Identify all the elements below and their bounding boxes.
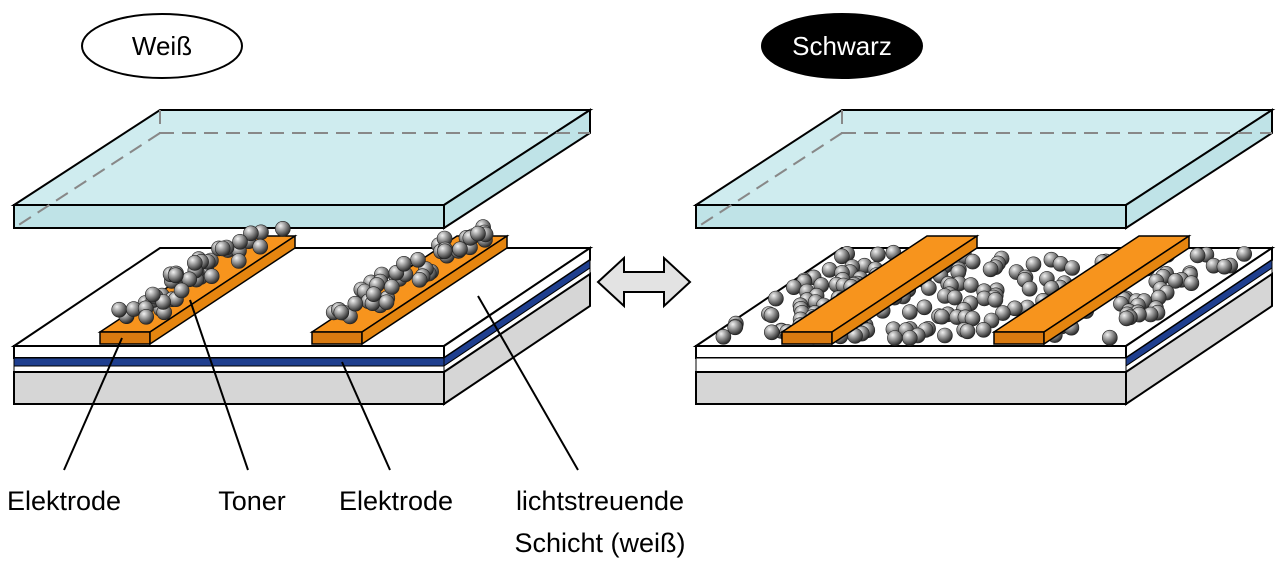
toner-particle	[834, 248, 850, 265]
toner-particle	[887, 330, 903, 346]
toner-particle	[187, 255, 203, 271]
toner-particle	[333, 304, 350, 321]
toner-particle	[964, 253, 981, 270]
toner-particle	[347, 295, 364, 312]
double-arrow-icon	[596, 255, 692, 309]
toner-particle	[378, 294, 395, 311]
leader-line-electrode-left	[63, 337, 123, 471]
toner-particle	[252, 238, 269, 255]
toner-particle	[167, 267, 184, 284]
toner-particle	[785, 279, 802, 296]
state-label-black: Schwarz	[761, 13, 923, 79]
toner-particle	[870, 246, 886, 263]
toner-particle	[763, 307, 780, 324]
toner-particle	[274, 221, 291, 237]
toner-particle	[916, 299, 933, 316]
toner-particle	[410, 251, 426, 268]
substrate-left	[10, 246, 594, 406]
toner-particle	[1183, 275, 1200, 292]
toner-particle	[214, 240, 231, 257]
label-toner: Toner	[218, 486, 286, 516]
toner-particle	[1025, 256, 1042, 273]
toner-particle	[933, 308, 950, 325]
state-label-white-text: Weiß	[132, 31, 192, 61]
toner-particle	[232, 234, 248, 250]
toner-particle	[1167, 273, 1184, 289]
toner-particle	[1236, 246, 1252, 262]
toner-particle	[111, 301, 127, 318]
toner-particle	[937, 327, 953, 344]
toner-particle	[982, 261, 999, 278]
toner-particle	[946, 289, 963, 306]
toner-particle	[452, 241, 468, 257]
label-scattering-layer-line1: lichtstreuende	[516, 486, 684, 516]
toner-particle	[231, 253, 247, 269]
toner-particle	[901, 304, 918, 320]
glass-plate-right	[692, 108, 1276, 230]
toner-particle	[901, 330, 918, 346]
toner-particle	[396, 255, 412, 272]
toner-particle	[436, 243, 453, 260]
glass-plate-left	[10, 108, 594, 230]
toner-particles-left	[111, 219, 494, 325]
toner-particle	[1189, 247, 1206, 264]
leader-line-toner	[189, 299, 249, 471]
toner-particle	[1216, 258, 1233, 275]
leader-line-electrode-bottom	[341, 361, 391, 471]
toner-particle	[145, 286, 161, 303]
state-label-black-text: Schwarz	[792, 31, 892, 61]
toner-particle	[1021, 280, 1038, 297]
toner-particle	[203, 268, 220, 285]
toner-particle	[243, 225, 259, 242]
toner-particle	[727, 319, 743, 336]
leader-lines	[63, 295, 579, 471]
leader-line-scattering-layer	[477, 295, 579, 471]
toner-particle	[470, 225, 486, 242]
toner-particle	[763, 324, 780, 341]
label-electrode-bottom: Elektrode	[339, 486, 453, 516]
label-electrode-left: Elektrode	[7, 486, 121, 516]
toner-particle	[1102, 329, 1118, 346]
toner-particle	[963, 277, 979, 293]
electrode-strip-right-1	[779, 234, 980, 346]
toner-particle	[173, 282, 190, 299]
toner-particle	[715, 328, 732, 345]
label-scattering-layer-line2: Schicht (weiß)	[514, 528, 685, 558]
toner-particle	[365, 286, 382, 303]
toner-particle	[138, 308, 154, 325]
toner-particle	[768, 290, 784, 307]
toner-particle	[383, 279, 400, 295]
toner-particle	[995, 305, 1011, 321]
electrode-strip-right-2	[991, 234, 1192, 346]
toner-particle	[987, 292, 1004, 308]
toner-particle	[1064, 260, 1080, 276]
toner-particle	[1118, 310, 1135, 327]
toner-particle	[975, 321, 992, 338]
toner-particle	[959, 323, 976, 340]
state-label-white: Weiß	[81, 13, 243, 79]
toner-particle	[411, 271, 428, 288]
